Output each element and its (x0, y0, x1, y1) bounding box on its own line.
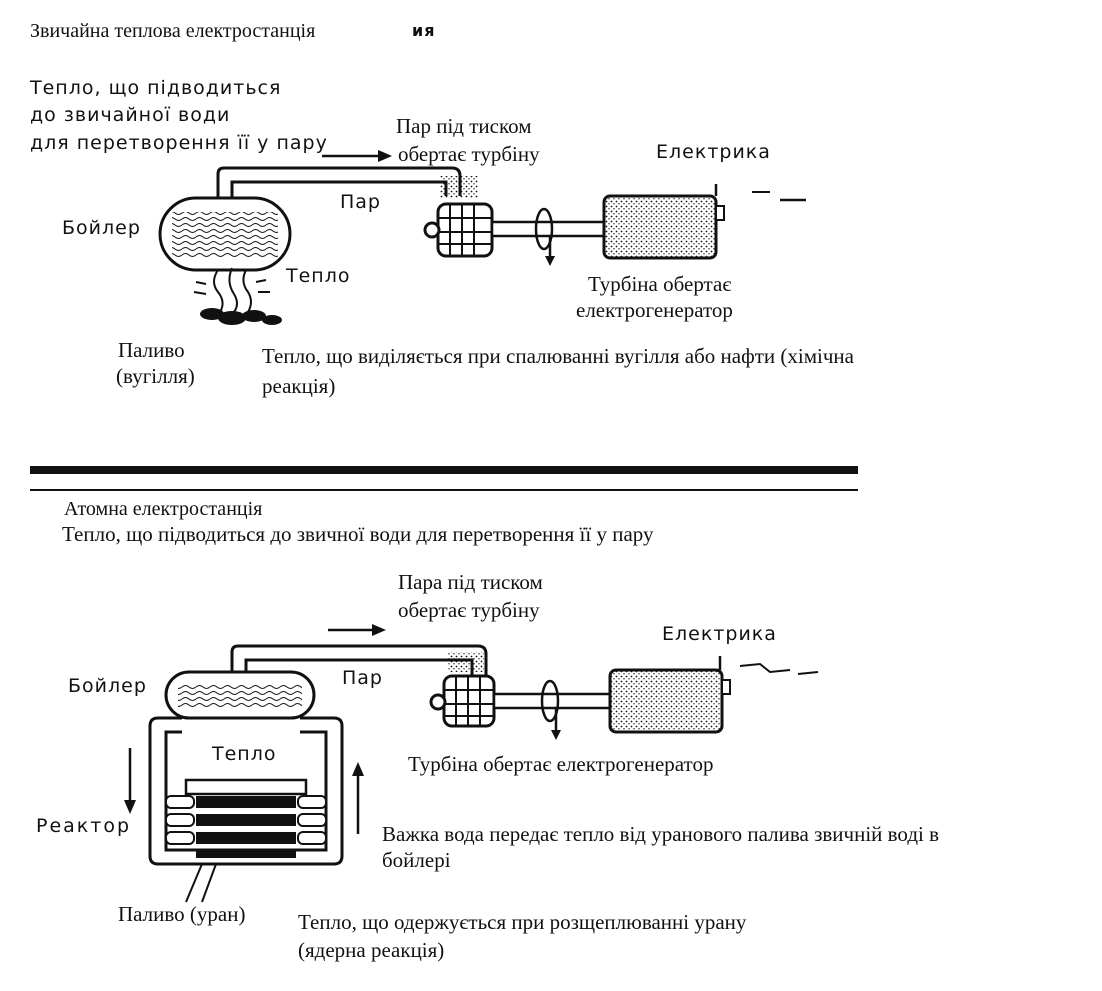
fuel-label: (вугілля) (116, 364, 195, 388)
heat-supply-note: Тепло, що підводиться до звичної води дл… (62, 522, 654, 546)
uranium-rod (196, 832, 296, 844)
rotation-arrow (540, 679, 561, 740)
generator (602, 184, 806, 260)
boiler-label: Бойлер (68, 675, 147, 697)
turbine (429, 674, 496, 728)
steam-label: Пар (340, 191, 381, 213)
heat-supply-note: Тепло, що підводиться (30, 77, 282, 99)
shaft (492, 692, 612, 710)
steam-pressure-note: обертає турбіну (398, 598, 540, 622)
uranium-rod (196, 850, 296, 858)
uranium-rod (196, 796, 296, 808)
steam-label: Пар (342, 667, 383, 689)
fission-note: (ядерна реакція) (298, 938, 445, 962)
heat-label: Тепло (212, 743, 277, 765)
steam-pipe (216, 166, 462, 198)
shaft (490, 220, 606, 238)
electricity-label: Електрика (662, 623, 777, 645)
heat-supply-note: для перетворення її у пару (30, 132, 328, 154)
combustion-note: реакція) (262, 374, 336, 398)
fission-note: Тепло, що одержується при розщеплюванні … (298, 910, 747, 934)
steam-pressure-note: обертає турбіну (398, 142, 540, 166)
steam-pressure-note: Пара під тиском (398, 570, 543, 594)
combustion-note: Тепло, що виділяється при спалюванні вуг… (262, 344, 854, 368)
heat-supply-note: до звичайної води (30, 104, 231, 126)
down-flow-arrow (124, 748, 136, 814)
conventional-plant-illustration (158, 150, 806, 325)
turbine-generator-note: Турбіна обертає (588, 272, 732, 296)
nuclear-plant-title: Атомна електростанція (64, 498, 263, 520)
reactor (148, 716, 344, 903)
heat-flames (193, 267, 270, 313)
boiler-label: Бойлер (62, 217, 141, 239)
up-flow-arrow (352, 762, 364, 834)
turbine-generator-note: електрогенератор (576, 298, 733, 322)
heat-label: Тепло (286, 265, 351, 287)
separator-thick (30, 466, 858, 474)
title-fragment: ия (412, 21, 436, 40)
coal-fuel (200, 308, 282, 325)
steam-flow-arrow (322, 150, 392, 162)
steam-pressure-note: Пар під тиском (396, 114, 532, 138)
conventional-plant-title: Звичайна теплова електростанція (30, 20, 316, 42)
turbine-generator-note: Турбіна обертає електрогенератор (408, 752, 714, 776)
rotation-arrow (534, 207, 555, 266)
electricity-label: Електрика (656, 141, 771, 163)
turbine (423, 202, 494, 258)
fuel-label: Паливо (118, 338, 185, 362)
uranium-rod (196, 814, 296, 826)
heavy-water-note: бойлері (382, 848, 451, 872)
heavy-water-note: Важка вода передає тепло від уранового п… (382, 822, 940, 846)
nuclear-plant-illustration (124, 624, 819, 903)
generator (608, 656, 819, 734)
reactor-label: Реактор (36, 815, 132, 837)
steam-flow-arrow (328, 624, 386, 636)
uranium-fuel-label: Паливо (уран) (118, 902, 246, 926)
